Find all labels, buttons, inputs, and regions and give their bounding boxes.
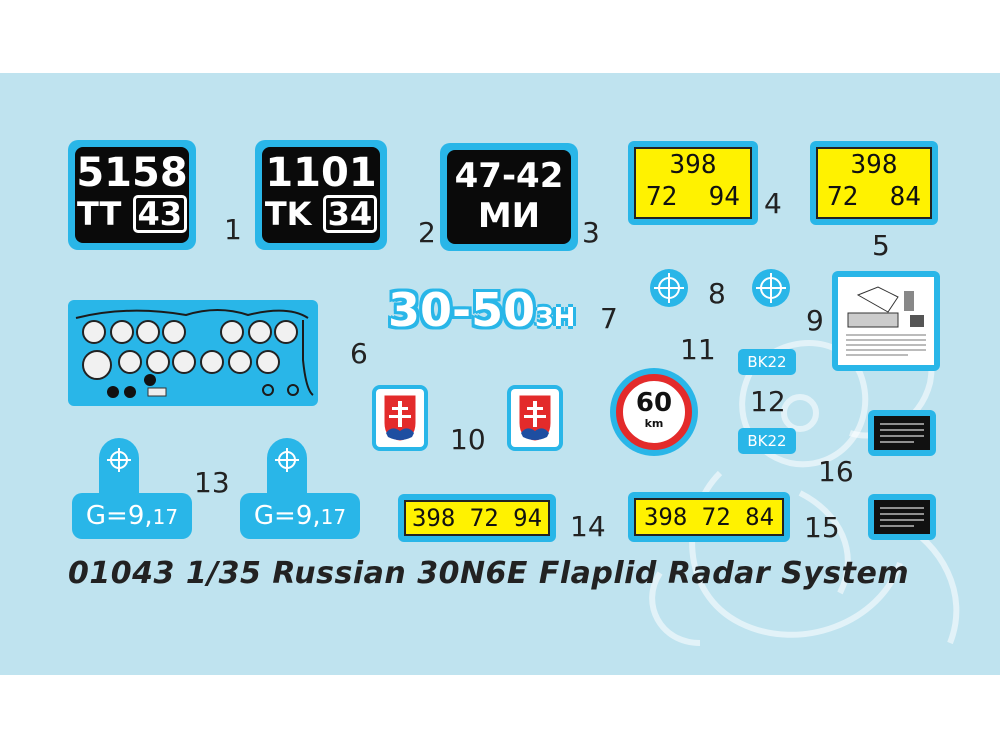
gauge-icon bbox=[82, 320, 106, 344]
decal-10-coat-of-arms bbox=[507, 385, 563, 451]
decal-16-plaque bbox=[868, 494, 936, 540]
gauge-icon bbox=[82, 350, 112, 380]
plate-region: 43 bbox=[132, 195, 188, 233]
gauge-icon bbox=[228, 350, 252, 374]
decal-2-plate: 1101 TK 34 bbox=[255, 140, 387, 250]
plate-letters: TT bbox=[76, 195, 122, 233]
gauge-icon bbox=[274, 320, 298, 344]
sheet-title: 01043 1/35 Russian 30N6E Flaplid Radar S… bbox=[68, 556, 910, 591]
gauge-icon bbox=[162, 320, 186, 344]
decal-16-plaque bbox=[868, 410, 936, 456]
gauge-icon bbox=[172, 350, 196, 374]
speed-limit-sign: 60 km bbox=[610, 368, 698, 456]
decal-9-instruction-sheet bbox=[832, 271, 940, 371]
speed-unit: km bbox=[644, 417, 664, 430]
plate-line-1: 398 bbox=[669, 150, 717, 180]
decal-sheet: 5158 TT 43 1 1101 TK 34 2 47-42 МИ 3 398… bbox=[0, 73, 1000, 675]
plate-line-1: 398 bbox=[850, 150, 898, 180]
decal-11-tag: BK22 bbox=[738, 349, 796, 375]
label-2: 2 bbox=[418, 216, 436, 249]
gauge-icon bbox=[200, 350, 224, 374]
label-15: 15 bbox=[804, 511, 840, 544]
plate-line-2: 72 84 bbox=[827, 182, 921, 212]
label-11: 11 bbox=[680, 333, 716, 366]
plate-number: 1101 bbox=[265, 150, 377, 196]
decal-7-text: 30-50ЗН bbox=[388, 283, 576, 337]
label-12: 12 bbox=[750, 385, 786, 418]
plate-letters: TK bbox=[264, 195, 312, 233]
plate-region: 34 bbox=[322, 195, 378, 233]
label-8: 8 bbox=[708, 277, 726, 310]
label-13: 13 bbox=[194, 466, 230, 499]
label-14: 14 bbox=[570, 510, 606, 543]
watermark-mascot-icon bbox=[649, 298, 960, 646]
decal-13-weight-marking: G=9,17 bbox=[240, 438, 360, 546]
label-10: 10 bbox=[450, 423, 486, 456]
crosshair-icon bbox=[650, 269, 688, 307]
decal-12-tag: BK22 bbox=[738, 428, 796, 454]
decal-5-plate: 398 72 84 bbox=[810, 141, 938, 225]
gauge-icon bbox=[136, 320, 160, 344]
crosshair-icon bbox=[107, 448, 131, 472]
gauge-icon bbox=[118, 350, 142, 374]
plate-letters: МИ bbox=[477, 196, 541, 236]
gauge-icon bbox=[146, 350, 170, 374]
double-cross-shield-icon bbox=[518, 394, 552, 442]
label-7: 7 bbox=[600, 302, 618, 335]
gauge-icon bbox=[248, 320, 272, 344]
crosshair-icon bbox=[275, 448, 299, 472]
decal-3-plate: 47-42 МИ bbox=[440, 143, 578, 251]
label-16: 16 bbox=[818, 455, 854, 488]
decal-14-plate: 398 72 94 bbox=[398, 494, 556, 542]
plate-line-2: 72 94 bbox=[646, 182, 740, 212]
gauge-icon bbox=[256, 350, 280, 374]
double-cross-shield-icon bbox=[383, 394, 417, 442]
decal-6-instrument-panel bbox=[68, 300, 318, 406]
speed-value: 60 bbox=[635, 388, 673, 418]
label-6: 6 bbox=[350, 337, 368, 370]
decal-1-plate: 5158 TT 43 bbox=[68, 140, 196, 250]
decal-15-plate: 398 72 84 bbox=[628, 492, 790, 542]
label-1: 1 bbox=[224, 213, 242, 246]
plate-number: 47-42 bbox=[454, 156, 564, 196]
gauge-icon bbox=[220, 320, 244, 344]
decal-13-weight-marking: G=9,17 bbox=[72, 438, 192, 546]
label-4: 4 bbox=[764, 187, 782, 220]
gauge-icon bbox=[110, 320, 134, 344]
plate-number: 5158 bbox=[76, 150, 188, 196]
label-5: 5 bbox=[872, 229, 890, 262]
decal-4-plate: 398 72 94 bbox=[628, 141, 758, 225]
label-3: 3 bbox=[582, 216, 600, 249]
decal-10-coat-of-arms bbox=[372, 385, 428, 451]
label-9: 9 bbox=[806, 304, 824, 337]
crosshair-icon bbox=[752, 269, 790, 307]
